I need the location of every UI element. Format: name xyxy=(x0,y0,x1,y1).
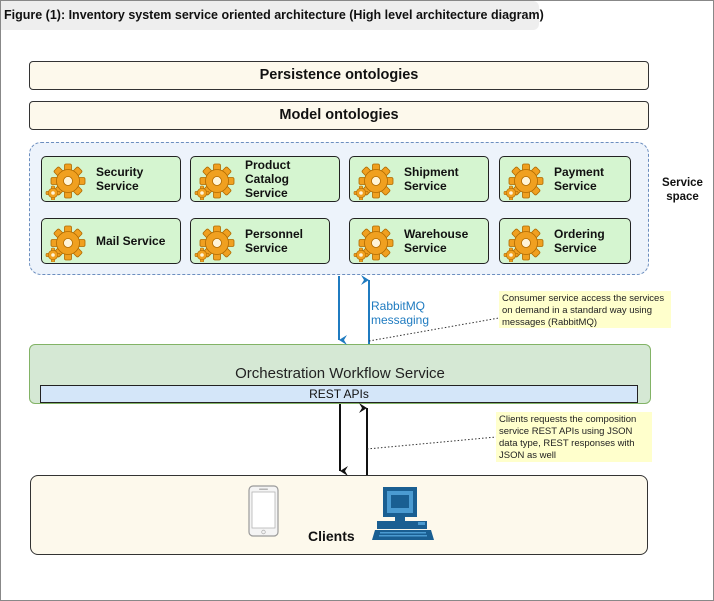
mail-service: Mail Service xyxy=(41,218,181,264)
rabbitmq-note: Consumer service access the services on … xyxy=(499,291,671,328)
orchestration-title: Orchestration Workflow Service xyxy=(235,365,445,382)
clients-box xyxy=(30,475,648,555)
rest-note-connector xyxy=(366,436,497,450)
model-ontologies-layer: Model ontologies xyxy=(29,101,649,130)
mobile-phone-icon xyxy=(248,485,279,537)
clients-label: Clients xyxy=(308,528,355,544)
figure-caption: Figure (1): Inventory system service ori… xyxy=(1,1,544,30)
rest-apis-bar: REST APIs xyxy=(40,385,638,403)
desktop-computer-icon xyxy=(372,487,434,540)
service-name: Mail Service xyxy=(96,234,166,248)
rest-note: Clients requests the composition service… xyxy=(496,412,652,462)
service-space-label: Service space xyxy=(662,177,703,203)
persistence-ontologies-layer: Persistence ontologies xyxy=(29,61,649,90)
rabbitmq-note-connector xyxy=(368,317,500,342)
